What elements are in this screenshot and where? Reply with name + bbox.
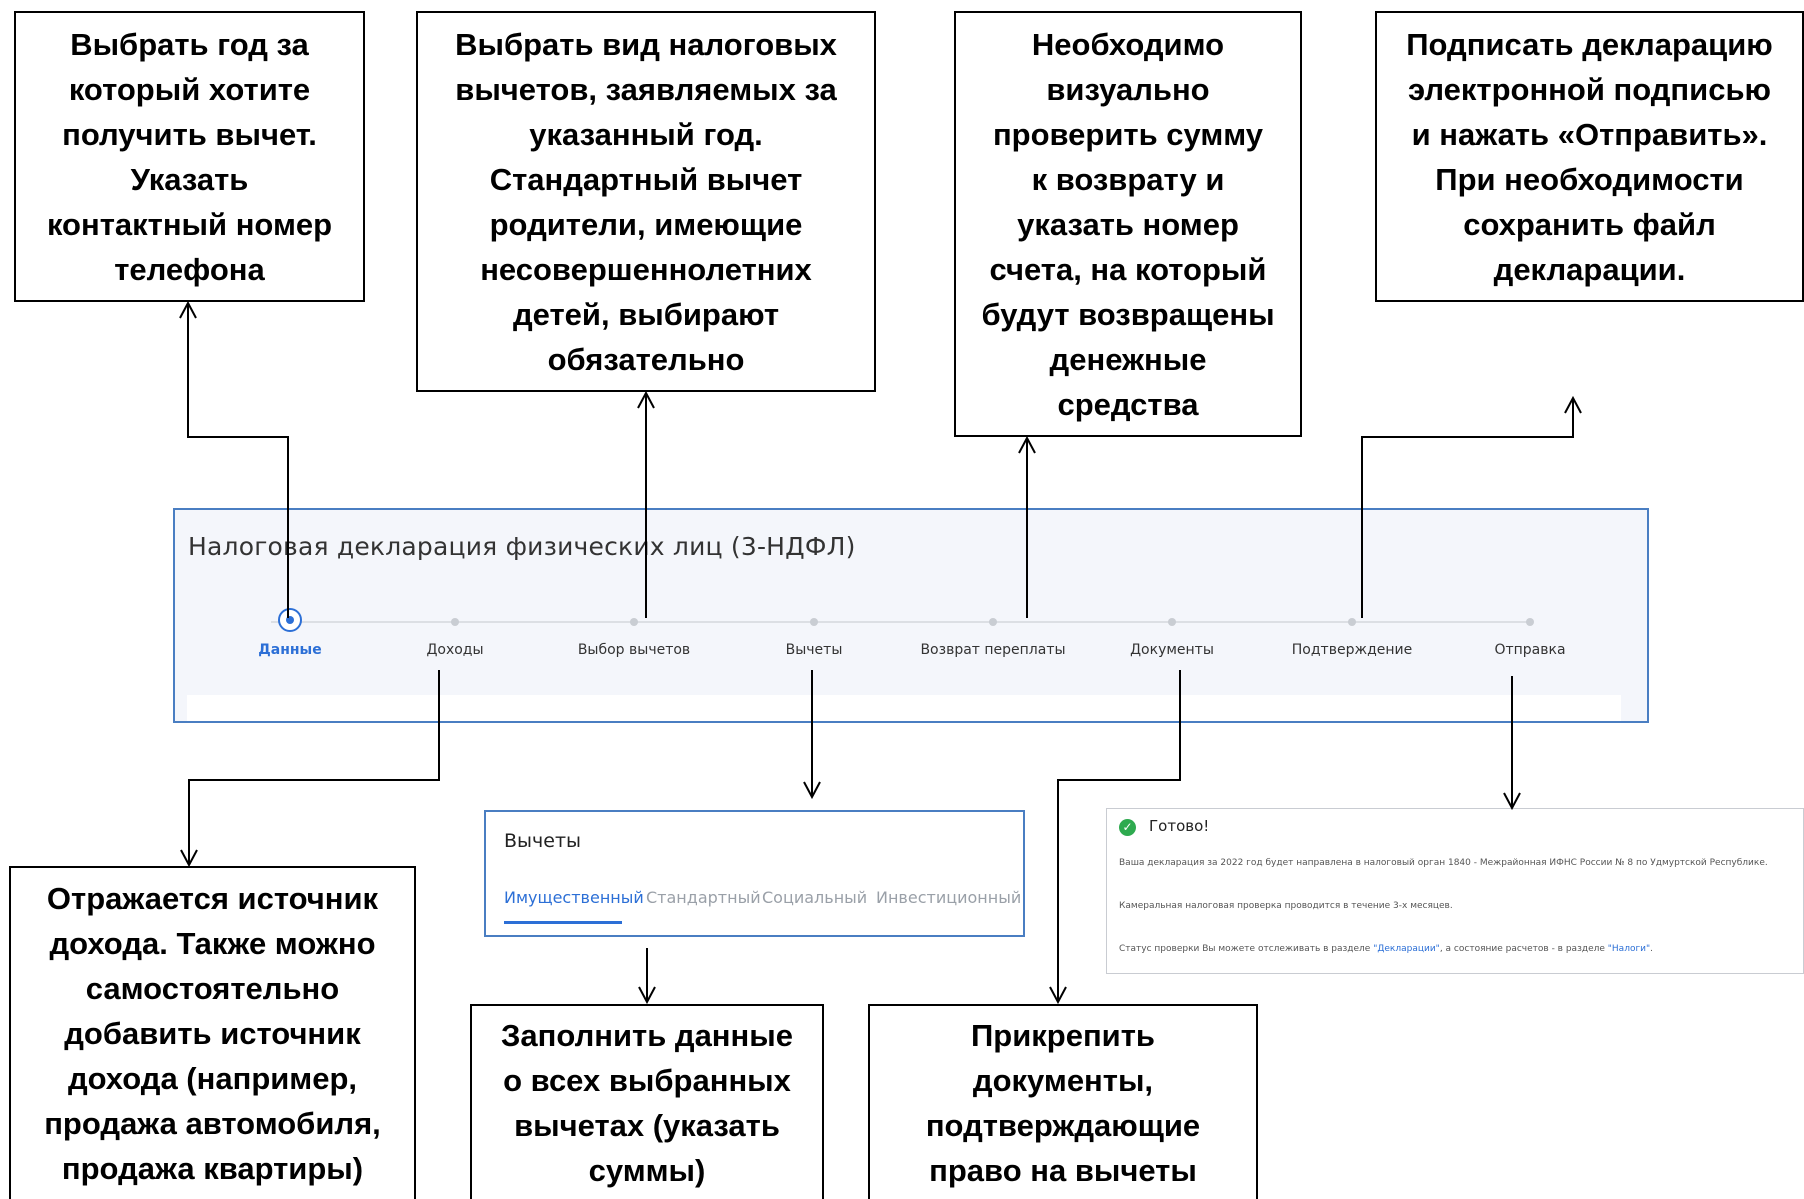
- step-dot[interactable]: [1168, 618, 1176, 626]
- callout-text: Выбрать вид налоговых вычетов, заявляемы…: [455, 26, 837, 377]
- connector-line: [1361, 398, 1574, 618]
- panel-content-area: [187, 695, 1621, 721]
- step-active-marker[interactable]: [278, 608, 302, 632]
- callout-select-year: Выбрать год за который хотите получить в…: [14, 11, 365, 302]
- declaration-panel: Налоговая декларация физических лиц (3-Н…: [173, 508, 1649, 723]
- status-text-suffix: .: [1650, 944, 1654, 954]
- step-overpayment-refund[interactable]: Возврат переплаты: [920, 642, 1066, 658]
- step-dot[interactable]: [1526, 618, 1534, 626]
- status-info-line: Статус проверки Вы можете отслеживать в …: [1119, 944, 1653, 954]
- callout-text: Отражается источник дохода. Также можно …: [44, 881, 381, 1186]
- step-deductions[interactable]: Вычеты: [785, 642, 843, 658]
- deductions-title: Вычеты: [504, 830, 582, 852]
- step-data[interactable]: Данные: [258, 642, 322, 658]
- callout-text: Заполнить данные о всех выбранных вычета…: [501, 1017, 793, 1188]
- callout-check-refund: Необходимо визуально проверить сумму к в…: [954, 11, 1302, 437]
- arrow-head: [1564, 395, 1582, 414]
- step-dot[interactable]: [810, 618, 818, 626]
- arrow-head: [179, 300, 197, 319]
- status-text-middle: , а состояние расчетов - в разделе: [1439, 944, 1608, 954]
- status-text-prefix: Статус проверки Вы можете отслеживать в …: [1119, 944, 1374, 954]
- callout-income-source: Отражается источник дохода. Также можно …: [9, 866, 416, 1199]
- arrow-head: [180, 849, 198, 868]
- callout-sign-declaration: Подписать декларацию электронной подпись…: [1375, 11, 1804, 302]
- callout-text: Прикрепить документы, подтверждающие пра…: [925, 1017, 1201, 1188]
- step-dot[interactable]: [989, 618, 997, 626]
- check-icon: ✓: [1119, 819, 1136, 836]
- step-send[interactable]: Отправка: [1494, 642, 1566, 658]
- tab-social[interactable]: Социальный: [762, 888, 868, 907]
- arrow-head: [637, 390, 655, 409]
- callout-attach-documents: Прикрепить документы, подтверждающие пра…: [868, 1004, 1258, 1199]
- active-tab-underline: [504, 921, 622, 924]
- arrow-head: [1503, 792, 1521, 811]
- success-title: Готово!: [1149, 817, 1210, 835]
- callout-fill-deductions: Заполнить данные о всех выбранных вычета…: [470, 1004, 824, 1199]
- tab-investment[interactable]: Инвестиционный: [876, 888, 1022, 907]
- tab-standard[interactable]: Стандартный: [646, 888, 761, 907]
- callout-text: Необходимо визуально проверить сумму к в…: [981, 26, 1275, 422]
- stepper-track: [271, 621, 1531, 623]
- declaration-title: Налоговая декларация физических лиц (3-Н…: [188, 532, 856, 561]
- arrow-head: [803, 781, 821, 800]
- step-confirmation[interactable]: Подтверждение: [1291, 642, 1413, 658]
- step-deduction-choice[interactable]: Выбор вычетов: [577, 642, 691, 658]
- audit-info-line: Камеральная налоговая проверка проводитс…: [1119, 901, 1453, 911]
- declarations-link[interactable]: "Декларации": [1373, 944, 1440, 954]
- callout-text: Подписать декларацию электронной подпись…: [1406, 26, 1773, 287]
- arrow-head: [1018, 435, 1036, 454]
- step-dot[interactable]: [451, 618, 459, 626]
- connector-line: [187, 303, 289, 618]
- success-panel: ✓ Готово! Ваша декларация за 2022 год бу…: [1106, 808, 1804, 974]
- callout-text: Выбрать год за который хотите получить в…: [46, 26, 333, 287]
- connector-line: [188, 670, 440, 865]
- step-dot[interactable]: [630, 618, 638, 626]
- step-documents[interactable]: Документы: [1130, 642, 1214, 658]
- taxes-link[interactable]: "Налоги": [1607, 944, 1651, 954]
- step-dot[interactable]: [1348, 618, 1356, 626]
- tab-property[interactable]: Имущественный: [504, 888, 644, 907]
- success-message-line: Ваша декларация за 2022 год будет направ…: [1119, 858, 1768, 868]
- callout-select-deduction-types: Выбрать вид налоговых вычетов, заявляемы…: [416, 11, 876, 392]
- step-income[interactable]: Доходы: [426, 642, 484, 658]
- connector-line: [1057, 670, 1181, 1002]
- arrow-head: [1049, 986, 1067, 1005]
- deductions-tabs-panel: Вычеты Имущественный Стандартный Социаль…: [484, 810, 1025, 937]
- arrow-head: [638, 986, 656, 1005]
